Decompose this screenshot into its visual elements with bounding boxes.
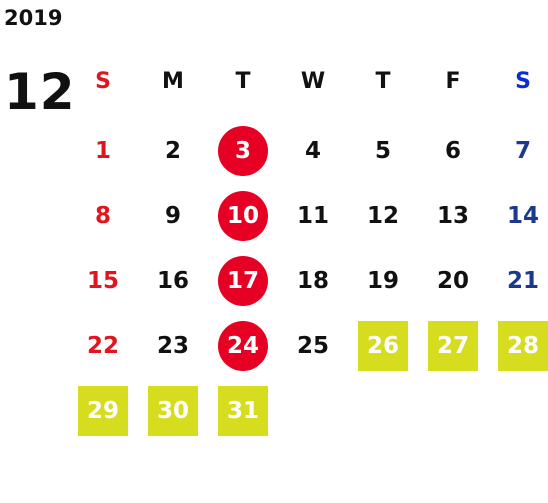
calendar-year: 2019 (4, 6, 63, 30)
day-2: 2 (164, 138, 181, 164)
weekday-saturday: S (515, 68, 531, 94)
day-9: 9 (164, 203, 181, 229)
day-24: 24 (218, 321, 268, 371)
day-4: 4 (304, 138, 321, 164)
day-27: 27 (428, 321, 478, 371)
day-25: 25 (296, 333, 329, 359)
day-7: 7 (514, 138, 531, 164)
day-6: 6 (444, 138, 461, 164)
day-29: 29 (78, 386, 128, 436)
calendar-month: 12 (4, 63, 76, 121)
day-19: 19 (366, 268, 399, 294)
day-20: 20 (436, 268, 469, 294)
day-18: 18 (296, 268, 329, 294)
day-16: 16 (156, 268, 189, 294)
day-3: 3 (218, 126, 268, 176)
day-13: 13 (436, 203, 469, 229)
weekday-sunday: S (95, 68, 111, 94)
day-14: 14 (506, 203, 539, 229)
weekday-tuesday: T (235, 68, 251, 94)
day-5: 5 (374, 138, 391, 164)
day-28: 28 (498, 321, 548, 371)
day-21: 21 (506, 268, 539, 294)
day-15: 15 (86, 268, 119, 294)
day-30: 30 (148, 386, 198, 436)
weekday-thursday: T (375, 68, 391, 94)
day-22: 22 (86, 333, 119, 359)
day-11: 11 (296, 203, 329, 229)
weekday-monday: M (162, 68, 184, 94)
day-23: 23 (156, 333, 189, 359)
weekday-friday: F (445, 68, 461, 94)
weekday-wednesday: W (300, 68, 326, 94)
day-26: 26 (358, 321, 408, 371)
day-31: 31 (218, 386, 268, 436)
day-8: 8 (94, 203, 111, 229)
day-10: 10 (218, 191, 268, 241)
day-12: 12 (366, 203, 399, 229)
day-1: 1 (94, 138, 111, 164)
day-17: 17 (218, 256, 268, 306)
